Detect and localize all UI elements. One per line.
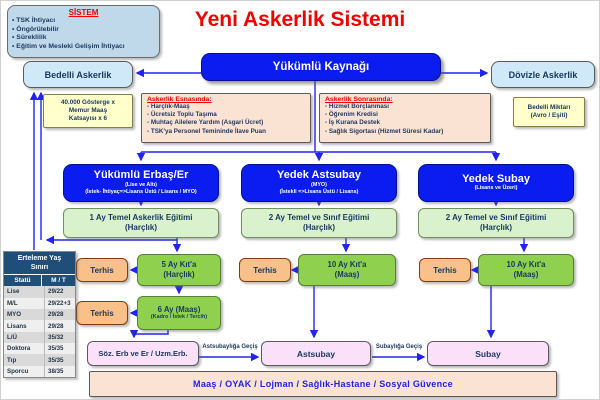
terhis-box: Terhis: [76, 301, 128, 325]
cell-statu: L/Ü: [4, 331, 45, 344]
training-box-1: 1 Ay Temel Askerlik Eğitimi (Harçlık): [63, 208, 219, 238]
cell-value: 29/22+3: [48, 299, 71, 307]
stage-box-5ay: 5 Ay Kıt'a (Harçlık): [137, 254, 221, 286]
outcome-soz-erb: Söz. Erb ve Er / Uzm.Erb.: [87, 341, 199, 366]
node-label: Dövizle Askerlik: [508, 69, 578, 80]
col-header-yedek-astsubay: Yedek Astsubay (MYO) (İstekli =>Lisans Ü…: [241, 164, 397, 202]
training-box-3: 2 Ay Temel ve Sınıf Eğitimi (Harçlık): [418, 208, 574, 238]
table-row: Tıp 35/35: [4, 354, 75, 366]
stage-box-10ay-astsubay: 10 Ay Kıt'a (Maaş): [298, 254, 396, 286]
sistem-item: Eğitim ve Mesleki Gelişim İhtiyacı: [12, 43, 124, 52]
cell-statu: M/L: [4, 297, 45, 309]
node-label: 6 Ay (Maaş): [157, 304, 201, 314]
outcome-subay: Subay: [427, 341, 549, 366]
stage-box-10ay-subay: 10 Ay Kıt'a (Maaş): [478, 254, 574, 286]
sistem-box-title: SİSTEM: [68, 8, 99, 17]
benefit-item: Öğrenim Kredisi: [325, 111, 378, 119]
transition-label-subay: Subaylığa Geçiş: [375, 344, 423, 350]
cell-value: 35/35: [48, 345, 64, 353]
col-header-erbas-er: Yükümlü Erbaş/Er (Lise ve Altı) (İstek- …: [63, 164, 219, 202]
deferral-table-columns: Statü M / T: [4, 275, 75, 287]
cell-statu: Lise: [4, 286, 45, 298]
benefit-item: Hizmet Borçlanması: [325, 103, 389, 111]
cell-statu: Lisans: [4, 320, 45, 332]
benefits-after-title: Askerlik Sonrasında:: [325, 96, 393, 103]
stage-box-6ay: 6 Ay (Maaş) (Kadro / İstek / Tercih): [137, 296, 221, 330]
dovizle-amount-box: Bedelli Miktarı (Avro / Eşiti): [513, 97, 585, 127]
node-label: Yükümlü Erbaş/Er: [93, 169, 189, 182]
col-header-yedek-subay: Yedek Subay (Lisans ve Üzeri): [418, 164, 574, 202]
cell-value: 29/28: [48, 311, 64, 319]
sistem-box: SİSTEM TSK İhtiyacı Öngörülebilir Sürekl…: [7, 5, 160, 58]
sistem-item: TSK İhtiyacı: [12, 17, 55, 26]
node-sublabel: (Lise ve Altı) (İstek- İhtiyaç=>Lisans Ü…: [85, 182, 197, 195]
benefit-item: Ücretsiz Toplu Taşıma: [147, 111, 217, 119]
benefits-after-box: Askerlik Sonrasında: Hizmet Borçlanması …: [319, 93, 491, 143]
cell-statu: Tıp: [4, 354, 45, 366]
bottom-benefits-bar: Maaş / OYAK / Lojman / Sağlık-Hastane / …: [89, 371, 557, 397]
table-row: Lisans 29/28: [4, 320, 75, 332]
benefit-item: İş Kurana Destek: [325, 119, 380, 127]
node-sublabel: (MYO) (İstekli =>Lisans Üstü / Lisans): [279, 182, 359, 195]
table-row: Sporcu 38/35: [4, 365, 75, 378]
table-row: Doktora 35/35: [4, 343, 75, 355]
benefit-item: TSK'ya Personel Temininde İlave Puan: [147, 128, 266, 136]
node-label: Yedek Astsubay: [277, 169, 361, 182]
node-yukumlu-kaynagi: Yükümlü Kaynağı: [201, 53, 441, 81]
cell-statu: MYO: [4, 308, 45, 321]
table-row: Lise 29/22: [4, 286, 75, 298]
node-sublabel: (Kadro / İstek / Tercih): [150, 314, 208, 321]
sistem-item: Öngörülebilir: [12, 26, 59, 35]
terhis-box: Terhis: [419, 258, 471, 282]
benefits-during-title: Askerlik Esnasında:: [147, 96, 212, 103]
node-label: Yedek Subay: [462, 172, 530, 185]
deferral-age-table: Erteleme Yaş Sınırı Statü M / T Lise 29/…: [3, 251, 76, 379]
cell-value: 29/22: [48, 288, 64, 296]
node-sublabel: (Lisans ve Üzeri): [474, 185, 518, 192]
terhis-box: Terhis: [76, 258, 128, 282]
cell-value: 29/28: [48, 322, 64, 330]
terhis-box: Terhis: [239, 258, 291, 282]
outcome-astsubay: Astsubay: [261, 341, 371, 366]
node-bedelli-askerlik: Bedelli Askerlik: [23, 61, 133, 88]
training-box-2: 2 Ay Temel ve Sınıf Eğitimi (Harçlık): [241, 208, 397, 238]
page-title: Yeni Askerlik Sistemi: [194, 8, 406, 31]
cell-value: 38/35: [48, 368, 64, 375]
cell-statu: Doktora: [4, 343, 45, 355]
benefit-item: Sağlık Sigortası (Hizmet Süresi Kadar): [325, 128, 443, 136]
sistem-item: Süreklilik: [12, 34, 46, 43]
cell-value: 35/32: [48, 333, 64, 341]
table-row: M/L 29/22+3: [4, 297, 75, 309]
transition-label-astsubay: Astsubaylığa Geçiş: [202, 344, 258, 350]
benefits-during-box: Askerlik Esnasında: Harçlık-Maaş Ücretsi…: [141, 93, 311, 143]
node-dovizle-askerlik: Dövizle Askerlik: [491, 61, 595, 88]
bedelli-formula-box: 40.000 Gösterge x Memur Maaş Katsayısı x…: [43, 94, 133, 128]
node-label: Bedelli Askerlik: [44, 69, 112, 80]
benefit-item: Muhtaç Ailelere Yardım (Asgari Ücret): [147, 119, 263, 127]
cell-statu: Sporcu: [4, 365, 45, 378]
table-row: L/Ü 35/32: [4, 331, 75, 344]
node-label: Yükümlü Kaynağı: [272, 60, 370, 73]
column-header-statu: Statü: [4, 275, 42, 287]
cell-value: 35/35: [48, 356, 64, 364]
benefit-item: Harçlık-Maaş: [147, 103, 190, 111]
deferral-table-title: Erteleme Yaş Sınırı: [4, 252, 75, 276]
table-row: MYO 29/28: [4, 308, 75, 321]
column-header-mt: M / T: [51, 277, 66, 285]
